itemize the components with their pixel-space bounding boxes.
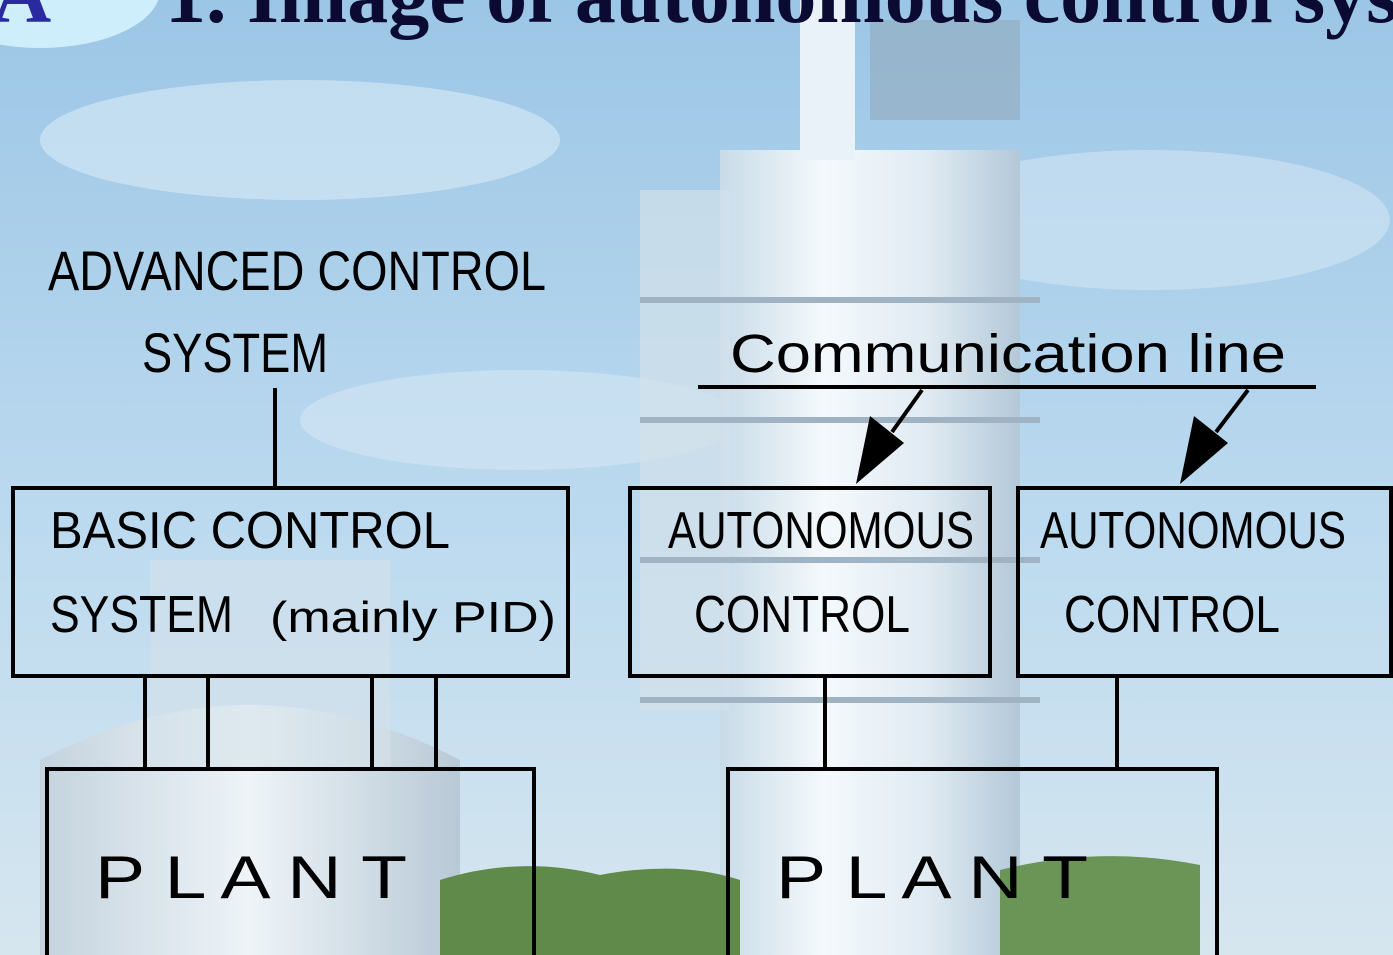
slide-title: 1. Image of autonomous control system bbox=[165, 0, 1393, 40]
communication-arrow-right-shaft bbox=[1216, 390, 1248, 432]
left-plant-box: P L A N T bbox=[47, 769, 534, 955]
autonomous-control-box-left: AUTONOMOUS CONTROL bbox=[630, 488, 990, 676]
autonomous-control-right-line2: CONTROL bbox=[1064, 586, 1280, 644]
right-plant-label: P L A N T bbox=[776, 844, 1088, 911]
advanced-control-label-line2: SYSTEM bbox=[142, 321, 328, 384]
basic-control-box-note: (mainly PID) bbox=[270, 593, 556, 642]
basic-control-box-line1: BASIC CONTROL bbox=[50, 502, 450, 560]
communication-arrow-left-shaft bbox=[892, 390, 922, 432]
right-plant-box: P L A N T bbox=[728, 769, 1217, 955]
basic-control-box: BASIC CONTROL SYSTEM (mainly PID) bbox=[13, 488, 568, 676]
advanced-control-label-line1: ADVANCED CONTROL bbox=[48, 239, 546, 302]
autonomous-control-left-line2: CONTROL bbox=[694, 586, 910, 644]
communication-arrow-right bbox=[1180, 390, 1248, 484]
autonomous-control-right-line1: AUTONOMOUS bbox=[1040, 502, 1346, 560]
basic-control-box-line2: SYSTEM bbox=[50, 586, 233, 644]
communication-arrow-left bbox=[856, 390, 922, 484]
autonomous-control-box-right: AUTONOMOUS CONTROL bbox=[1018, 488, 1391, 676]
autonomous-control-left-line1: AUTONOMOUS bbox=[668, 502, 974, 560]
left-plant-label: P L A N T bbox=[95, 844, 407, 911]
communication-line-label: Communication line bbox=[730, 324, 1286, 384]
slide-title-marker: A bbox=[0, 0, 51, 40]
